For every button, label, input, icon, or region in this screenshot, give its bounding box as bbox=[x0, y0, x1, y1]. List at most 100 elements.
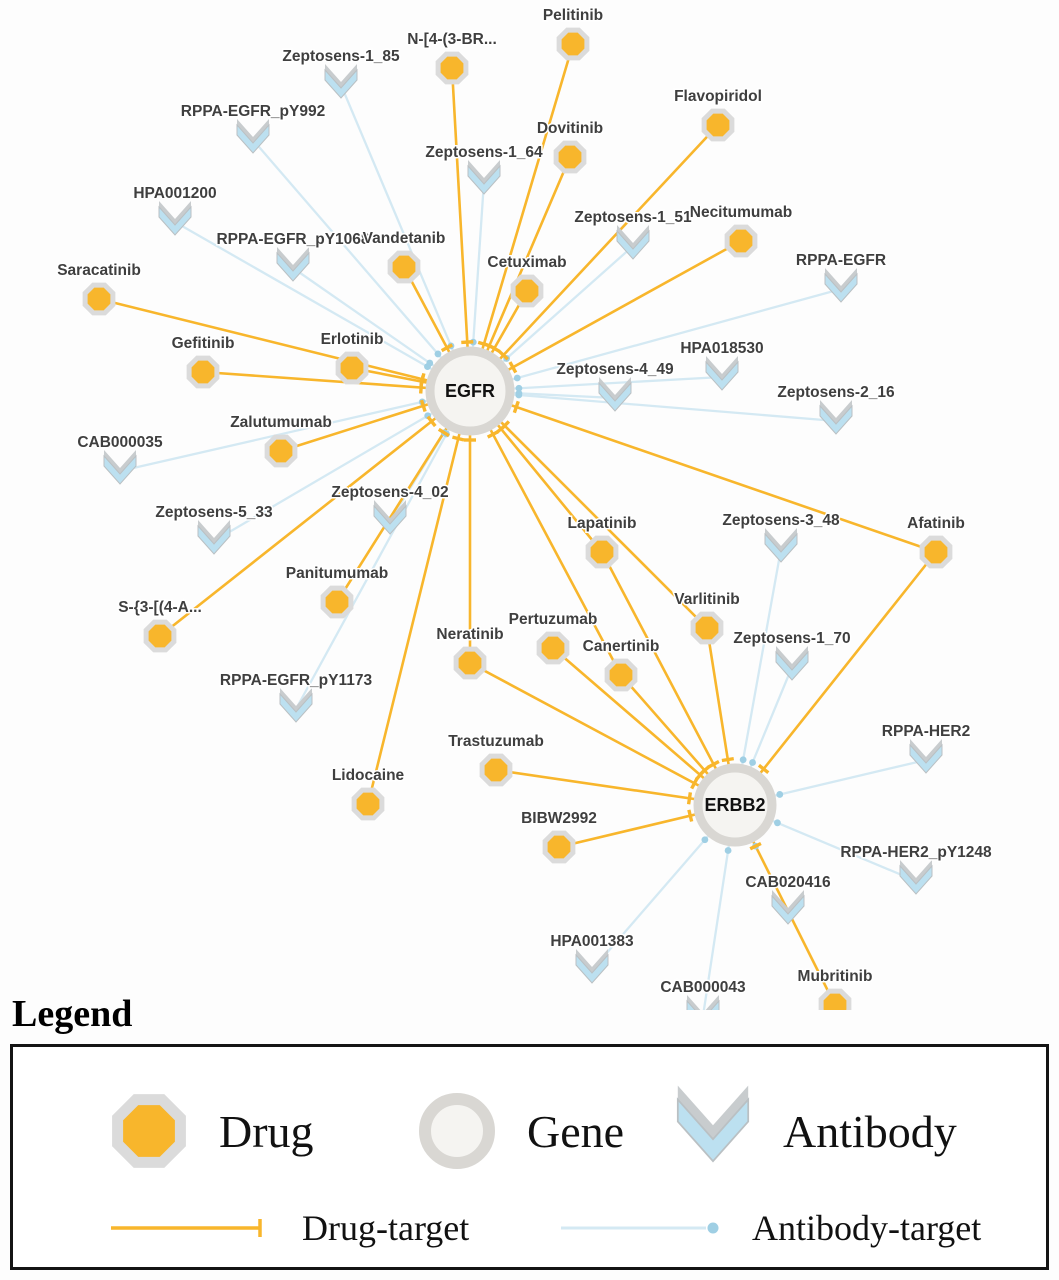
drug-target-edge[interactable] bbox=[468, 389, 623, 677]
antibody-node[interactable] bbox=[824, 268, 858, 303]
antibody-node[interactable] bbox=[197, 520, 231, 555]
drug-target-edge[interactable] bbox=[468, 389, 709, 630]
antibody-node[interactable] bbox=[467, 160, 501, 195]
drug-node[interactable] bbox=[585, 535, 619, 569]
drug-node[interactable] bbox=[818, 988, 852, 1010]
antibody-node[interactable] bbox=[771, 890, 805, 925]
drug-target-edge[interactable] bbox=[468, 123, 720, 393]
drug-node[interactable] bbox=[186, 355, 220, 389]
drug-node[interactable] bbox=[510, 274, 544, 308]
antibody-node-label: CAB000043 bbox=[660, 979, 746, 996]
drug-node-label: Flavopiridol bbox=[674, 88, 762, 105]
drug-target-edge[interactable] bbox=[733, 550, 938, 807]
antibody-target-edge[interactable] bbox=[173, 220, 472, 393]
antibody-target-edge[interactable] bbox=[251, 138, 472, 393]
antibody-target-edge[interactable] bbox=[294, 389, 472, 711]
antibody-node[interactable] bbox=[324, 64, 358, 99]
legend-drug-target-label: Drug-target bbox=[302, 1208, 470, 1248]
drug-target-edge[interactable] bbox=[158, 389, 472, 638]
legend-gene-label: Gene bbox=[527, 1105, 625, 1157]
drug-node-label: Lapatinib bbox=[568, 515, 637, 532]
antibody-node-label: Zeptosens-1_64 bbox=[425, 144, 543, 161]
drug-target-edge[interactable] bbox=[468, 239, 743, 393]
drug-target-edge[interactable] bbox=[450, 66, 472, 393]
drug-target-tee bbox=[687, 809, 694, 822]
drug-node-label: Lidocaine bbox=[332, 767, 405, 784]
antibody-node[interactable] bbox=[373, 500, 407, 535]
antibody-node-label: Zeptosens-4_02 bbox=[331, 484, 448, 501]
drug-node[interactable] bbox=[690, 611, 724, 645]
legend-item-drug: Drug bbox=[101, 1083, 314, 1179]
antibody-node[interactable] bbox=[236, 119, 270, 154]
drug-target-tee bbox=[686, 792, 693, 805]
drug-node-label: S-{3-[(4-A... bbox=[118, 599, 202, 616]
antibody-node[interactable] bbox=[598, 377, 632, 412]
antibody-icon bbox=[676, 1085, 750, 1163]
antibody-node[interactable] bbox=[686, 995, 720, 1010]
drug-target-tee bbox=[452, 435, 465, 442]
drug-node[interactable] bbox=[701, 108, 735, 142]
drug-target-tee bbox=[499, 420, 511, 432]
drug-target-tee bbox=[488, 343, 501, 353]
drug-target-tee bbox=[707, 759, 720, 769]
drug-node-label: N-[4-(3-BR... bbox=[407, 31, 497, 48]
drug-target-edge[interactable] bbox=[468, 389, 938, 554]
antibody-node[interactable] bbox=[909, 739, 943, 774]
drug-node-label: Afatinib bbox=[907, 515, 965, 532]
antibody-icon-front bbox=[676, 1097, 750, 1163]
antibody-node[interactable] bbox=[899, 860, 933, 895]
drug-node[interactable] bbox=[479, 753, 513, 787]
legend-box: Drug Gene Antibody Drug-target Antibody-… bbox=[10, 1044, 1049, 1270]
drug-node-label: Canertinib bbox=[583, 638, 660, 655]
drug-node[interactable] bbox=[320, 585, 354, 619]
drug-target-tee bbox=[419, 399, 427, 413]
antibody-node-label: RPPA-EGFR_pY992 bbox=[181, 103, 325, 120]
drug-target-tee bbox=[419, 375, 425, 388]
drug-node[interactable] bbox=[604, 658, 638, 692]
antibody-node[interactable] bbox=[705, 356, 739, 391]
drug-node[interactable] bbox=[435, 51, 469, 85]
drug-target-edge[interactable] bbox=[468, 42, 575, 393]
antibody-target-dot bbox=[707, 1222, 719, 1234]
antibody-node-label: HPA018530 bbox=[680, 340, 763, 357]
drug-node-label: Zalutumumab bbox=[230, 414, 332, 431]
drug-node[interactable] bbox=[264, 434, 298, 468]
drug-target-tee bbox=[437, 427, 450, 438]
drug-node[interactable] bbox=[556, 27, 590, 61]
edge-markers-layer bbox=[418, 338, 784, 854]
antibody-node[interactable] bbox=[819, 400, 853, 435]
drug-target-edge[interactable] bbox=[97, 297, 472, 393]
drug-target-edge[interactable] bbox=[201, 370, 472, 393]
drug-target-edge[interactable] bbox=[468, 661, 737, 807]
drug-node[interactable] bbox=[536, 631, 570, 665]
gene-node[interactable] bbox=[693, 763, 777, 847]
antibody-node[interactable] bbox=[575, 949, 609, 984]
legend-item-drug-target: Drug-target bbox=[108, 1207, 469, 1249]
drug-node[interactable] bbox=[82, 282, 116, 316]
drug-node[interactable] bbox=[553, 140, 587, 174]
antibody-target-dot bbox=[701, 836, 709, 844]
antibody-node[interactable] bbox=[103, 450, 137, 485]
antibody-target-edge[interactable] bbox=[118, 389, 472, 473]
drug-node-label: Dovitinib bbox=[537, 120, 603, 137]
drug-node[interactable] bbox=[919, 535, 953, 569]
nodes-layer bbox=[82, 27, 953, 1010]
antibody-node[interactable] bbox=[158, 201, 192, 236]
drug-node[interactable] bbox=[351, 787, 385, 821]
drug-node[interactable] bbox=[335, 351, 369, 385]
drug-node[interactable] bbox=[387, 250, 421, 284]
drug-node[interactable] bbox=[724, 224, 758, 258]
drug-node[interactable] bbox=[453, 646, 487, 680]
antibody-node[interactable] bbox=[279, 688, 313, 723]
drug-node[interactable] bbox=[143, 619, 177, 653]
antibody-target-edge[interactable] bbox=[468, 287, 843, 393]
antibody-target-edge[interactable] bbox=[339, 83, 472, 393]
drug-node[interactable] bbox=[542, 830, 576, 864]
antibody-node[interactable] bbox=[764, 528, 798, 563]
drug-target-edge[interactable] bbox=[366, 389, 472, 806]
antibody-node[interactable] bbox=[616, 225, 650, 260]
gene-node[interactable] bbox=[425, 346, 515, 436]
antibody-target-edge[interactable] bbox=[468, 389, 838, 423]
antibody-node[interactable] bbox=[775, 646, 809, 681]
antibody-node[interactable] bbox=[276, 247, 310, 282]
